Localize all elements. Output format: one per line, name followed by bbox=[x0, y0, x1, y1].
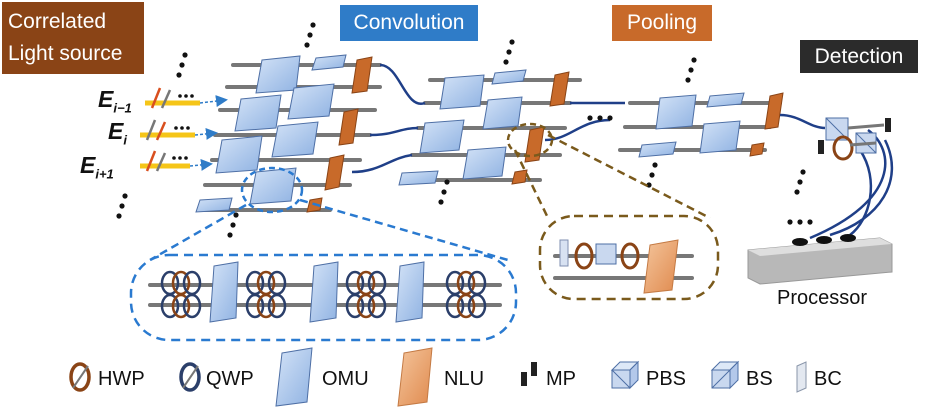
omu-legend-icon bbox=[275, 347, 313, 407]
omu-block bbox=[491, 69, 527, 85]
convolution-zoom bbox=[129, 166, 518, 342]
omu-block bbox=[195, 197, 233, 213]
hwp-plate bbox=[620, 242, 640, 270]
conv-layer-1 bbox=[195, 54, 382, 213]
e-cur-label: Ei bbox=[108, 118, 127, 148]
legend-omu-label: OMU bbox=[322, 368, 369, 390]
bs-legend-icon bbox=[710, 360, 740, 390]
conv-layer-2 bbox=[398, 69, 582, 186]
mirror-plate bbox=[885, 118, 891, 132]
e-next-label: Ei+1 bbox=[80, 152, 114, 182]
legend-qwp-label: QWP bbox=[206, 368, 254, 390]
omu-block bbox=[398, 170, 439, 186]
qwp-legend-icon bbox=[179, 362, 201, 392]
source-tag-line2: Light source bbox=[8, 42, 123, 65]
omu-block bbox=[395, 261, 425, 323]
omu-block bbox=[706, 92, 745, 108]
omu-block bbox=[271, 121, 319, 158]
processor-label: Processor bbox=[776, 287, 868, 309]
omu-block bbox=[482, 96, 523, 130]
omu-block bbox=[209, 261, 239, 323]
omu-block bbox=[638, 141, 677, 158]
bc-legend-icon bbox=[796, 361, 807, 393]
nlu-block bbox=[764, 92, 784, 130]
omu-block bbox=[234, 94, 282, 132]
omu-block bbox=[419, 119, 465, 154]
legend-hwp-label: HWP bbox=[98, 368, 145, 390]
omu-block bbox=[439, 74, 485, 110]
hwp-plate bbox=[574, 242, 594, 270]
omu-block bbox=[309, 261, 339, 323]
ellipsis-dots bbox=[116, 22, 813, 238]
legend-bs-label: BS bbox=[746, 368, 773, 390]
pool-layer bbox=[618, 92, 784, 158]
omu-block bbox=[215, 135, 263, 174]
omu-block bbox=[462, 146, 507, 180]
omu-block bbox=[311, 54, 347, 71]
hwp-plate bbox=[832, 135, 854, 161]
omu-block bbox=[249, 167, 297, 205]
nlu-legend-icon bbox=[397, 347, 433, 407]
source-tag: Correlated Light source bbox=[2, 2, 144, 74]
nlu-block bbox=[549, 71, 570, 107]
omu-block bbox=[287, 83, 335, 120]
legend-nlu-label: NLU bbox=[444, 368, 485, 390]
nlu-block bbox=[338, 108, 359, 146]
omu-block bbox=[655, 94, 697, 130]
omu-block bbox=[699, 120, 741, 154]
mp-legend-icon bbox=[521, 372, 527, 386]
pooling-tag: Pooling bbox=[612, 5, 712, 41]
processor-box bbox=[747, 234, 893, 285]
nlu-block bbox=[643, 239, 679, 294]
pbs-cube bbox=[595, 243, 617, 265]
nlu-block bbox=[511, 169, 528, 185]
detection-optics bbox=[818, 117, 891, 161]
e-prev-label: Ei−1 bbox=[98, 86, 132, 116]
legend-mp-label: MP bbox=[546, 368, 576, 390]
omu-block bbox=[255, 55, 301, 94]
nlu-block bbox=[351, 56, 373, 94]
pbs-legend-icon bbox=[610, 360, 640, 390]
nlu-block bbox=[324, 154, 345, 191]
hwp-legend-icon bbox=[69, 362, 91, 392]
bc-plate bbox=[559, 239, 569, 267]
nlu-block bbox=[749, 142, 765, 157]
source-tag-line1: Correlated bbox=[8, 10, 107, 33]
legend-icons bbox=[69, 347, 807, 407]
convolution-tag: Convolution bbox=[340, 5, 478, 41]
source-inputs bbox=[140, 87, 228, 172]
detection-tag: Detection bbox=[800, 40, 918, 73]
pooling-zoom bbox=[506, 122, 720, 301]
legend-bc-label: BC bbox=[814, 368, 842, 390]
mirror-plate bbox=[818, 140, 824, 154]
legend-pbs-label: PBS bbox=[646, 368, 687, 390]
